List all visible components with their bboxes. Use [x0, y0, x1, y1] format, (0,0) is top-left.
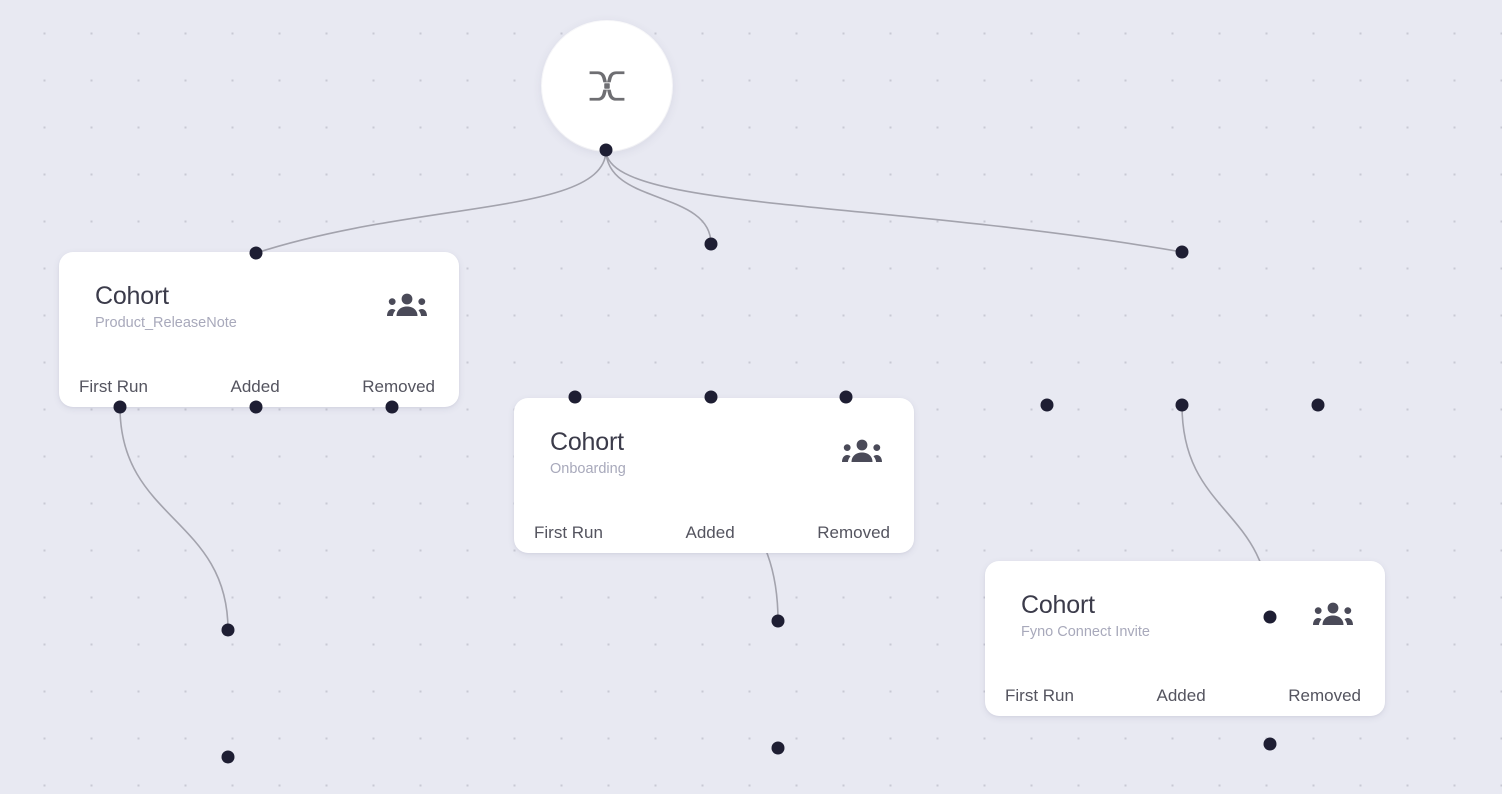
cohort-node-1-handle-label-removed: Removed	[362, 377, 435, 396]
cohort-node-3-input-handle[interactable]	[1175, 245, 1189, 259]
cohort-node-3-subtitle: Fyno Connect Invite	[1021, 624, 1150, 640]
cohort-node-2-subtitle: Onboarding	[550, 461, 626, 477]
edge-root-to-cohort-3	[605, 149, 1183, 253]
cohort-node-2-handle-added[interactable]	[704, 390, 718, 404]
cohort-node-3-handle-label-removed: Removed	[1288, 686, 1361, 705]
cohort-node-1-handle-label-added: Added	[230, 377, 280, 396]
cohort-node-1-subtitle: Product_ReleaseNote	[95, 315, 237, 331]
cohort-node-3-text: Cohort Fyno Connect Invite	[1021, 591, 1150, 641]
cohort-node-2[interactable]: Cohort Onboarding First Run Add	[514, 398, 914, 553]
cohort-node-2-handle-label-added: Added	[685, 523, 735, 542]
notification-node-2-input-handle[interactable]	[771, 614, 785, 628]
edge-root-to-cohort-1	[255, 149, 607, 254]
cohort-node-2-input-handle[interactable]	[704, 237, 718, 251]
groups-people-icon	[842, 437, 882, 467]
notification-node-3-output-handle[interactable]	[1263, 737, 1277, 751]
brand-x-logo-icon	[589, 71, 625, 101]
groups-people-icon	[387, 291, 427, 321]
cohort-node-3-handle-removed[interactable]	[1311, 398, 1325, 412]
cohort-node-3-handle-label-added: Added	[1156, 686, 1206, 705]
notification-node-1-output-handle[interactable]	[221, 750, 235, 764]
root-node[interactable]	[542, 21, 672, 151]
cohort-node-3-handle-label-first-run: First Run	[1005, 686, 1074, 705]
cohort-node-3-handle-added[interactable]	[1175, 398, 1189, 412]
cohort-node-1-handle-label-first-run: First Run	[79, 377, 148, 396]
cohort-node-3-title: Cohort	[1021, 591, 1095, 619]
cohort-node-3-handle-labels: First Run Added Removed	[985, 687, 1385, 704]
edge-root-to-cohort-2	[605, 149, 712, 245]
cohort-node-2-text: Cohort Onboarding	[550, 428, 626, 478]
cohort-node-2-handle-labels: First Run Added Removed	[514, 524, 914, 541]
notification-node-1-input-handle[interactable]	[221, 623, 235, 637]
cohort-node-1[interactable]: Cohort Product_ReleaseNote First Run	[59, 252, 459, 407]
cohort-node-2-handle-first-run[interactable]	[568, 390, 582, 404]
cohort-node-2-handle-label-first-run: First Run	[534, 523, 603, 542]
cohort-node-2-title: Cohort	[550, 428, 624, 456]
edge-cohort-1-firstrun-to-notification-1	[119, 406, 229, 631]
groups-people-icon	[1313, 600, 1353, 630]
root-node-output-handle[interactable]	[599, 143, 613, 157]
cohort-node-1-handle-labels: First Run Added Removed	[59, 378, 459, 395]
cohort-node-3-header: Cohort Fyno Connect Invite	[985, 561, 1385, 641]
notification-node-2-output-handle[interactable]	[771, 741, 785, 755]
notification-node-3-input-handle[interactable]	[1263, 610, 1277, 624]
cohort-node-2-handle-removed[interactable]	[839, 390, 853, 404]
cohort-node-1-handle-removed[interactable]	[385, 400, 399, 414]
cohort-node-1-handle-added[interactable]	[249, 400, 263, 414]
cohort-node-2-header: Cohort Onboarding	[514, 398, 914, 478]
cohort-node-1-title: Cohort	[95, 282, 169, 310]
cohort-node-3[interactable]: Cohort Fyno Connect Invite First Run	[985, 561, 1385, 716]
cohort-node-1-header: Cohort Product_ReleaseNote	[59, 252, 459, 332]
cohort-node-3-handle-first-run[interactable]	[1040, 398, 1054, 412]
cohort-node-1-input-handle[interactable]	[249, 246, 263, 260]
cohort-node-2-handle-label-removed: Removed	[817, 523, 890, 542]
cohort-node-1-text: Cohort Product_ReleaseNote	[95, 282, 237, 332]
cohort-node-1-handle-first-run[interactable]	[113, 400, 127, 414]
